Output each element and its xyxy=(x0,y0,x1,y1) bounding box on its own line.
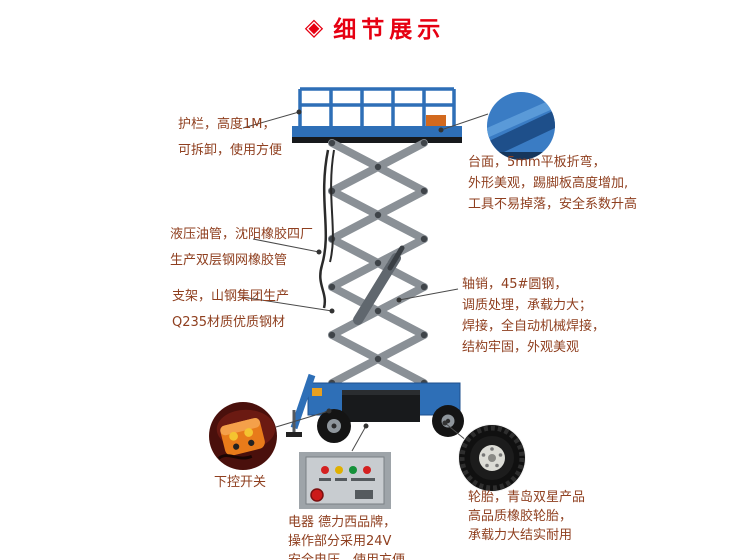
callout-electric-label: 电器 德力西品牌， 操作部分采用24V 安全电压，使用方便 xyxy=(288,513,405,560)
callout-frame-label: 支架，山钢集团生产 Q235材质优质钢材 xyxy=(172,284,289,336)
callout-hose-label: 液压油管，沈阳橡胶四厂 生产双层钢网橡胶管 xyxy=(170,222,313,274)
callout-guardrail-label: 护栏，高度1M， 可拆卸，使用方便 xyxy=(178,112,282,164)
callout-text-line: 焊接，全自动机械焊接， xyxy=(462,319,606,334)
callout-text-line: 护栏，高度1M， xyxy=(178,117,276,132)
tire-photo xyxy=(458,424,526,492)
axle-pins xyxy=(328,139,428,387)
remote-control-photo xyxy=(209,402,277,470)
chassis xyxy=(307,382,461,422)
callout-text-line: 液压油管，沈阳橡胶四厂 xyxy=(170,227,314,242)
callout-text-line: 外形美观，踢脚板高度增加, xyxy=(468,176,629,191)
callout-text-line: 电器 德力西品牌， xyxy=(288,515,397,530)
diamond-icon: ◈ xyxy=(304,13,324,41)
callout-text-line: 调质处理，承载力大； xyxy=(462,298,593,313)
hydraulic-cylinder xyxy=(353,245,405,325)
callout-pin-label: 轴销，45#圆钢， 调质处理，承载力大； 焊接，全自动机械焊接， 结构牢固，外观… xyxy=(462,274,605,358)
callout-text-line: 工具不易掉落，安全系数升高 xyxy=(468,197,638,212)
page-title: ◈ 细节展示 xyxy=(0,10,750,44)
callout-text-line: 轴销，45#圆钢， xyxy=(462,277,568,292)
page-title-text: 细节展示 xyxy=(333,17,446,43)
callout-text-line: 下控开关 xyxy=(214,475,267,490)
callout-platform-label: 台面，5mm平板折弯， 外形美观，踢脚板高度增加, 工具不易掉落，安全系数升高 xyxy=(468,152,637,215)
control-panel-photo xyxy=(299,452,391,509)
callout-text-line: 支架，山钢集团生产 xyxy=(172,289,290,304)
callout-text-line: 轮胎，青岛双星产品 xyxy=(468,490,586,505)
callout-text-line: 安全电压，使用方便 xyxy=(288,551,405,560)
callout-text-line: 结构牢固，外观美观 xyxy=(462,340,580,355)
callout-text-line: 生产双层钢网橡胶管 xyxy=(170,253,288,268)
platform-deck xyxy=(292,115,462,143)
callout-text-line: 承载力大结实耐用 xyxy=(468,528,573,543)
callout-text-line: 可拆卸，使用方便 xyxy=(178,143,283,158)
callout-text-line: 操作部分采用24V xyxy=(288,534,392,549)
callout-tire-label: 轮胎，青岛双星产品 高品质橡胶轮胎， 承载力大结实耐用 xyxy=(468,488,585,545)
callout-text-line: 台面，5mm平板折弯， xyxy=(468,155,606,170)
scissor-lift-illustration xyxy=(286,87,464,443)
callout-text-line: Q235材质优质钢材 xyxy=(172,315,286,330)
hydraulic-hose xyxy=(319,149,335,309)
callout-switch-label: 下控开关 xyxy=(214,472,266,493)
callout-text-line: 高品质橡胶轮胎， xyxy=(468,509,573,524)
guardrail xyxy=(298,87,456,128)
platform-detail-photo xyxy=(487,92,555,160)
